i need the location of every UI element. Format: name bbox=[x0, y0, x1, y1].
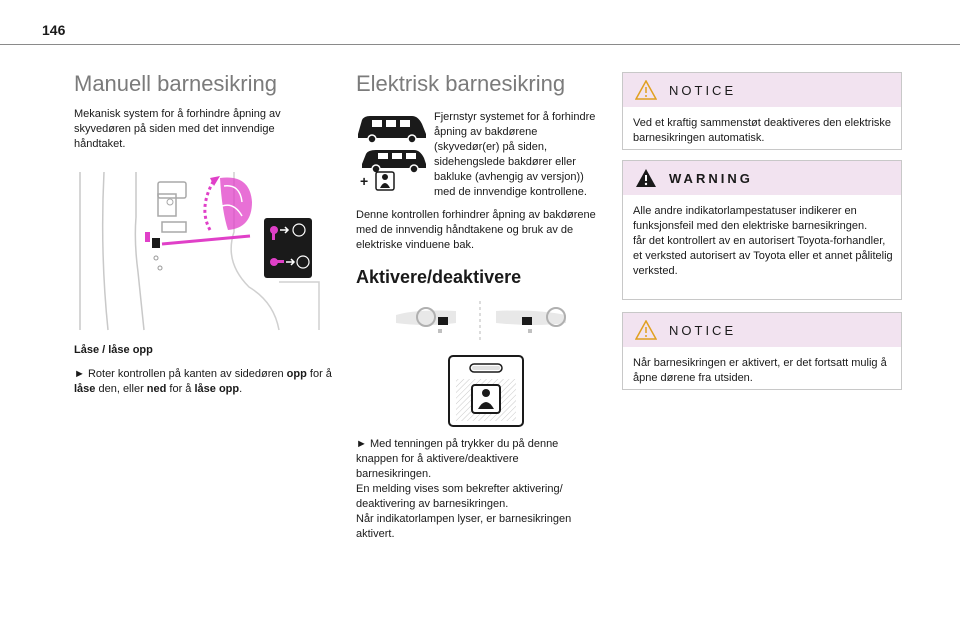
notice-header: NOTICE bbox=[623, 313, 901, 347]
electric-lock-description: Fjernstyr systemet for å forhindre åpnin… bbox=[434, 111, 596, 198]
warning-box: WARNING Alle andre indikatorlampestatuse… bbox=[622, 160, 902, 300]
header-divider bbox=[0, 44, 960, 45]
warning-triangle-icon bbox=[636, 169, 656, 187]
notice-text: Når barnesikringen er aktivert, er det f… bbox=[633, 357, 887, 384]
notice-text: Ved et kraftig sammenstøt deaktiveres de… bbox=[633, 117, 892, 144]
lock-instruction-step: ► Roter kontrollen på kanten av sidedøre… bbox=[74, 368, 332, 395]
lock-unlock-subheading: Låse / låse opp bbox=[74, 344, 153, 356]
activate-deactivate-heading: Aktivere/deaktivere bbox=[356, 267, 522, 287]
vehicle-icons: + bbox=[356, 110, 428, 200]
svg-text:+: + bbox=[360, 173, 368, 189]
caution-triangle-icon bbox=[635, 80, 657, 100]
notice-header: NOTICE bbox=[623, 73, 901, 107]
caution-triangle-icon bbox=[635, 320, 657, 340]
manual-child-lock-section: Manuell barnesikring Mekanisk system for… bbox=[74, 70, 336, 397]
section-title: Manuell barnesikring bbox=[74, 71, 277, 96]
notice-box: NOTICE Ved et kraftig sammenstøt deaktiv… bbox=[622, 72, 902, 150]
warning-text-2: får det kontrollert av en autorisert Toy… bbox=[633, 235, 893, 277]
door-lock-illustration bbox=[74, 171, 324, 332]
child-lock-button-illustration bbox=[448, 355, 524, 427]
electric-lock-paragraph: Denne kontrollen forhindrer åpning av ba… bbox=[356, 209, 596, 251]
notice-box: NOTICE Når barnesikringen er aktivert, e… bbox=[622, 312, 902, 390]
dashboard-button-location-illustration bbox=[356, 301, 606, 341]
van-icon bbox=[358, 116, 426, 144]
warning-text: Alle andre indikatorlampestatuser indike… bbox=[633, 205, 868, 232]
warning-header: WARNING bbox=[623, 161, 901, 195]
activate-instruction-step: ► Med tenningen på trykker du på denne k… bbox=[356, 438, 572, 540]
section-title: Elektrisk barnesikring bbox=[356, 71, 566, 96]
section-intro: Mekanisk system for å forhindre åpning a… bbox=[74, 108, 281, 150]
minivan-icon bbox=[362, 150, 426, 174]
electric-child-lock-section: Elektrisk barnesikring bbox=[356, 70, 606, 542]
page-number: 146 bbox=[42, 22, 66, 38]
